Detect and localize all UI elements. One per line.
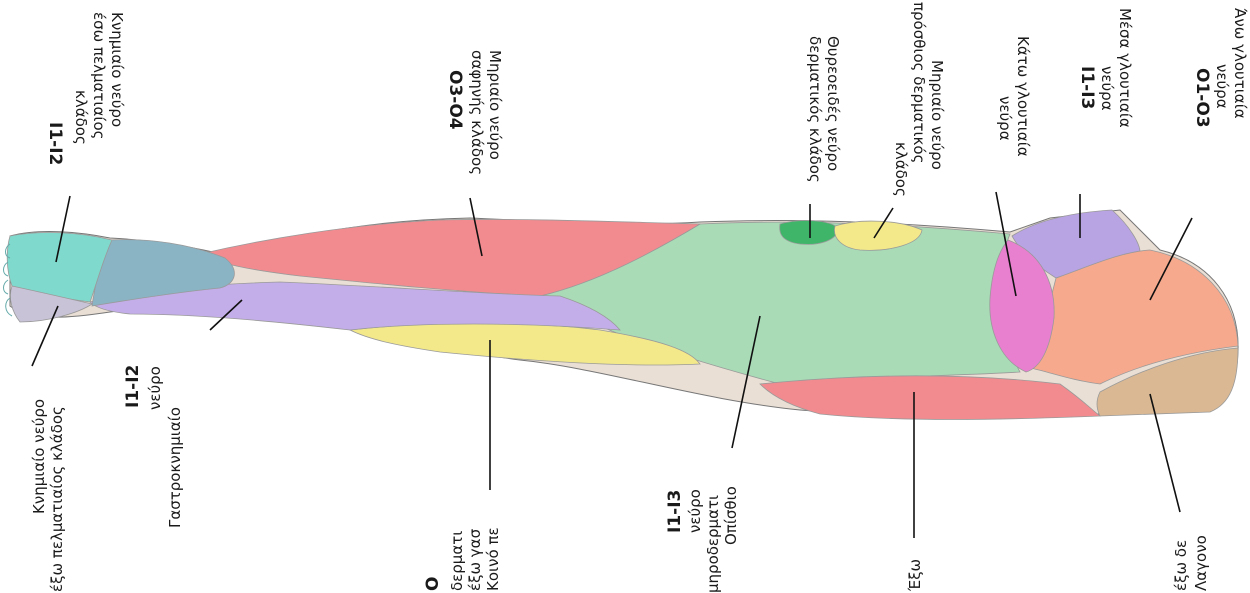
label-tibial-top-code: Ι1-Ι2	[45, 122, 65, 165]
label-middle-gluteal-code: Ι1-Ι3	[1077, 66, 1097, 109]
label-tibial-top-line1: Κνημιαίο νεύρο	[108, 12, 126, 127]
label-common-peroneal: Ο δερματι έξω γασ Κοινό πε	[423, 527, 502, 591]
label-obturator-line1: Θυρεοειδές νεύρο	[824, 36, 842, 171]
label-sural-line2: νεύρο	[146, 366, 164, 410]
label-posterior-femoral-code: Ι1-Ι3	[665, 490, 685, 533]
label-obturator-line2: δερματικός κλάδος	[806, 36, 824, 183]
label-tibial-bottom-line1: Κνημιαίο νεύρο	[30, 399, 48, 514]
label-saphenous-code: Ο3-Ο4	[445, 70, 465, 130]
label-middle-gluteal-line2: νεύρα	[1098, 66, 1116, 111]
label-lateral-line1: Έξω	[906, 559, 924, 592]
label-common-peroneal-line3: δερματι	[448, 531, 466, 591]
label-saphenous-line1: Μηριαίο νεύρο	[486, 50, 504, 160]
label-middle-gluteal-line1: Μέσα γλουτιαία	[1116, 8, 1134, 128]
label-femoral-anterior: Μηριαίο νεύρο πρόσθιος δερματικός κλάδος	[892, 2, 946, 197]
label-posterior-femoral-line1: Οπίσθιο	[722, 486, 740, 545]
label-tibial-top-line2: έσω πελματιαίος	[90, 12, 108, 139]
label-tibial-bottom: Κνημιαίο νεύρο έξω πελματιαίος κλάδος	[30, 399, 66, 592]
label-lower-gluteal-line1: Κάτω γλουτιαία	[1014, 36, 1032, 157]
label-obturator: Θυρεοειδές νεύρο δερματικός κλάδος	[806, 36, 842, 183]
label-iliohypogastric-line2: έξω δε	[1172, 540, 1190, 591]
label-iliohypogastric: έξω δε Λαγονο	[1172, 535, 1210, 591]
label-upper-gluteal-line1: Άνω γλουτιαία	[1231, 8, 1249, 119]
label-femoral-anterior-line1: Μηριαίο νεύρο	[928, 60, 946, 170]
label-upper-gluteal: Άνω γλουτιαία νεύρα Ο1-Ο3	[1192, 8, 1249, 128]
label-posterior-femoral-line3: νεύρο	[686, 489, 704, 533]
label-iliohypogastric-line1: Λαγονο	[1192, 535, 1210, 591]
label-upper-gluteal-line2: νεύρα	[1213, 64, 1231, 109]
label-posterior-femoral-line2: μηροδερματι	[704, 495, 722, 593]
label-femoral-anterior-line3: κλάδος	[892, 142, 910, 197]
label-upper-gluteal-code: Ο1-Ο3	[1192, 68, 1212, 128]
label-common-peroneal-code: Ο	[423, 577, 443, 591]
label-saphenous-line2: σαφηνής κλάδος	[468, 50, 486, 175]
label-middle-gluteal: Μέσα γλουτιαία νεύρα Ι1-Ι3	[1077, 8, 1134, 128]
label-posterior-femoral: Ι1-Ι3 νεύρο μηροδερματι Οπίσθιο	[665, 486, 740, 593]
label-tibial-bottom-line2: έξω πελματιαίος κλάδος	[48, 406, 66, 592]
label-sural-line1: Γαστροκνημιαίο	[166, 407, 184, 528]
label-sural-code: Ι1-Ι2	[123, 365, 143, 408]
label-saphenous: Μηριαίο νεύρο σαφηνής κλάδος Ο3-Ο4	[445, 50, 504, 175]
label-tibial-top-line3: κλάδος	[72, 90, 90, 145]
label-tibial-top: Κνημιαίο νεύρο έσω πελματιαίος κλάδος Ι1…	[45, 12, 126, 165]
label-sural: Ι1-Ι2 νεύρο Γαστροκνημιαίο	[123, 365, 184, 528]
label-lower-gluteal: Κάτω γλουτιαία νεύρα	[996, 36, 1032, 157]
label-common-peroneal-line2: έξω γασ	[466, 528, 484, 591]
label-common-peroneal-line1: Κοινό πε	[484, 527, 502, 591]
label-lower-gluteal-line2: νεύρα	[996, 96, 1014, 141]
label-lateral: Έξω	[906, 559, 924, 592]
label-femoral-anterior-line2: πρόσθιος δερματικός	[910, 2, 928, 163]
